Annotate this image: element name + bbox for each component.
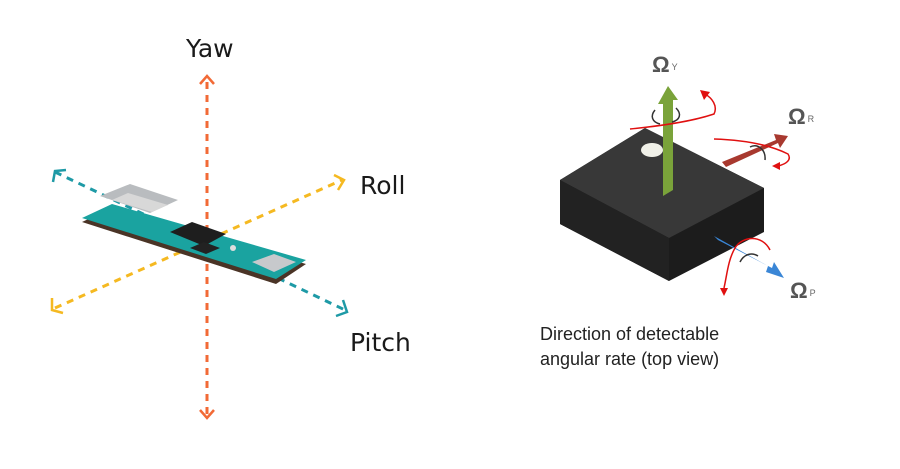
caption: Direction of detectable angular rate (to… [540, 322, 719, 372]
arduino-board [82, 184, 306, 284]
roll-arrowhead-left [50, 298, 64, 315]
main-chip [170, 222, 226, 246]
roll-label: Roll [360, 171, 406, 200]
pitch-arrowhead-right [335, 299, 349, 318]
caption-line-2: angular rate (top view) [540, 349, 720, 369]
sensor-chip [560, 128, 764, 281]
caption-line-1: Direction of detectable [540, 324, 720, 344]
pitch-arrowhead-left [51, 168, 67, 183]
yaw-arrow [629, 86, 717, 196]
yaw-arrowhead-up [199, 74, 215, 85]
usb-port [252, 254, 296, 272]
roll-arrowhead-right [333, 173, 346, 191]
roll-arrow [713, 134, 790, 170]
pitch-label: Pitch [350, 328, 411, 357]
pitch-arrow [714, 236, 784, 296]
yaw-axis [199, 74, 215, 420]
yaw-arrowhead-down [199, 409, 215, 420]
yaw-label: Yaw [186, 34, 234, 63]
pin1-dot [641, 143, 663, 157]
